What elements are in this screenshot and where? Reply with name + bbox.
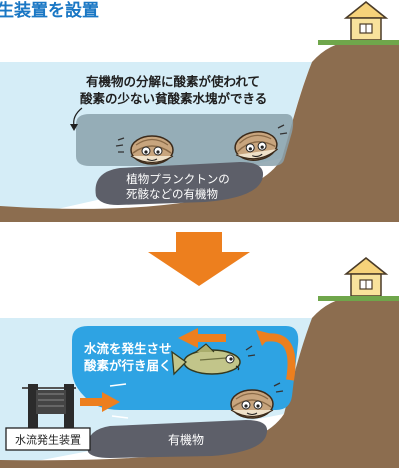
bottom-panel: 水流を発生させ 酸素が行き届く 有機物 — [0, 257, 399, 468]
oxygen-flow-zone — [72, 326, 299, 410]
bottom-callout-line2: 酸素が行き届く — [84, 358, 172, 373]
clam-icon — [230, 389, 274, 419]
device-label-box — [5, 427, 91, 451]
down-arrow-icon — [148, 232, 250, 286]
top-ground — [0, 42, 399, 222]
top-callout-line1: 有機物の分解に酸素が使われて — [86, 74, 260, 89]
bottom-sediment-label: 有機物 — [168, 432, 204, 447]
top-callout-line2: 酸素の少ない貧酸素水塊ができる — [80, 91, 267, 106]
bottom-sediment — [87, 420, 268, 458]
clam-icon — [130, 135, 174, 165]
top-sediment-label-line1: 植物プランクトンの — [126, 172, 230, 186]
top-panel: 有機物の分解に酸素が使われて 酸素の少ない貧酸素水塊ができる 植物プランクトンの… — [0, 1, 399, 222]
fish-icon — [171, 343, 256, 376]
device-label: 水流発生装置 — [15, 433, 81, 447]
water-flow-device-icon — [22, 384, 76, 428]
top-sediment — [95, 162, 264, 205]
house-icon — [345, 1, 387, 45]
bottom-ground — [0, 298, 399, 468]
bottom-callout-line1: 水流を発生させ — [84, 341, 172, 356]
flow-arrow-right-icon — [80, 392, 120, 412]
flow-arrow-left-icon — [178, 328, 226, 348]
diagram-title: 生装置を設置 — [0, 0, 99, 21]
house-icon — [345, 257, 387, 301]
top-sediment-label-line2: 死骸などの有機物 — [126, 187, 218, 201]
flow-arrow-curve-icon — [263, 333, 296, 381]
